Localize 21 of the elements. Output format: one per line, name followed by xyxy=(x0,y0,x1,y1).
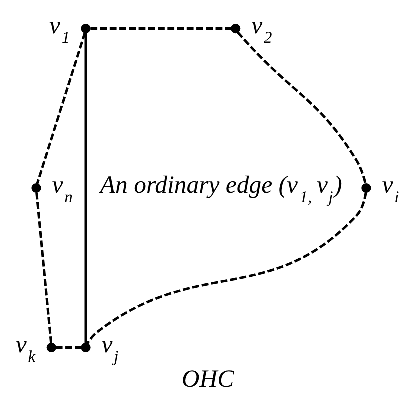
node-label: v$_{1}$ xyxy=(49,12,70,47)
connector xyxy=(86,192,367,344)
connector xyxy=(236,32,366,184)
node-circle xyxy=(361,183,371,194)
connector xyxy=(55,346,82,349)
connector xyxy=(35,192,52,344)
edge-label: An ordinary edge (v$_{1,}$ v$_{j}$) xyxy=(100,172,342,206)
node-label: v$_{i}$ xyxy=(382,172,399,206)
connector xyxy=(90,28,231,30)
node-circle xyxy=(46,342,56,353)
node-circle xyxy=(31,183,41,194)
connector xyxy=(36,32,86,184)
node-label: v$_{k}$ xyxy=(15,331,36,366)
node-circle xyxy=(230,24,240,34)
node-label: v$_{2}$ xyxy=(251,12,272,47)
node-label: v$_{n}$ xyxy=(52,172,72,206)
caption: OHC xyxy=(181,366,234,393)
node-circle xyxy=(80,342,90,353)
node-circle xyxy=(80,24,90,34)
node-label: v$_{j}$ xyxy=(101,331,118,366)
connector xyxy=(84,33,87,344)
